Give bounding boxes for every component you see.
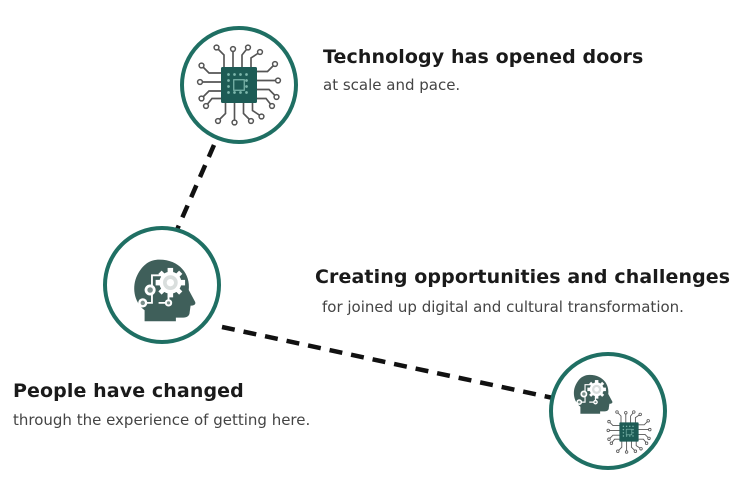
connector-technology-people: [173, 144, 217, 233]
connector-people-opportunities: [221, 324, 554, 401]
node-people: [103, 226, 221, 344]
people-subtitle: through the experience of getting here.: [13, 411, 311, 429]
node-opportunities-ring: [549, 352, 667, 470]
node-opportunities: [549, 352, 667, 470]
technology-subtitle: at scale and pace.: [323, 76, 461, 94]
opportunities-title: Creating opportunities and challenges: [315, 266, 731, 288]
people-title: People have changed: [13, 380, 244, 402]
node-technology: [180, 26, 298, 144]
technology-title: Technology has opened doors: [323, 46, 644, 68]
opportunities-subtitle: for joined up digital and cultural trans…: [322, 298, 684, 316]
